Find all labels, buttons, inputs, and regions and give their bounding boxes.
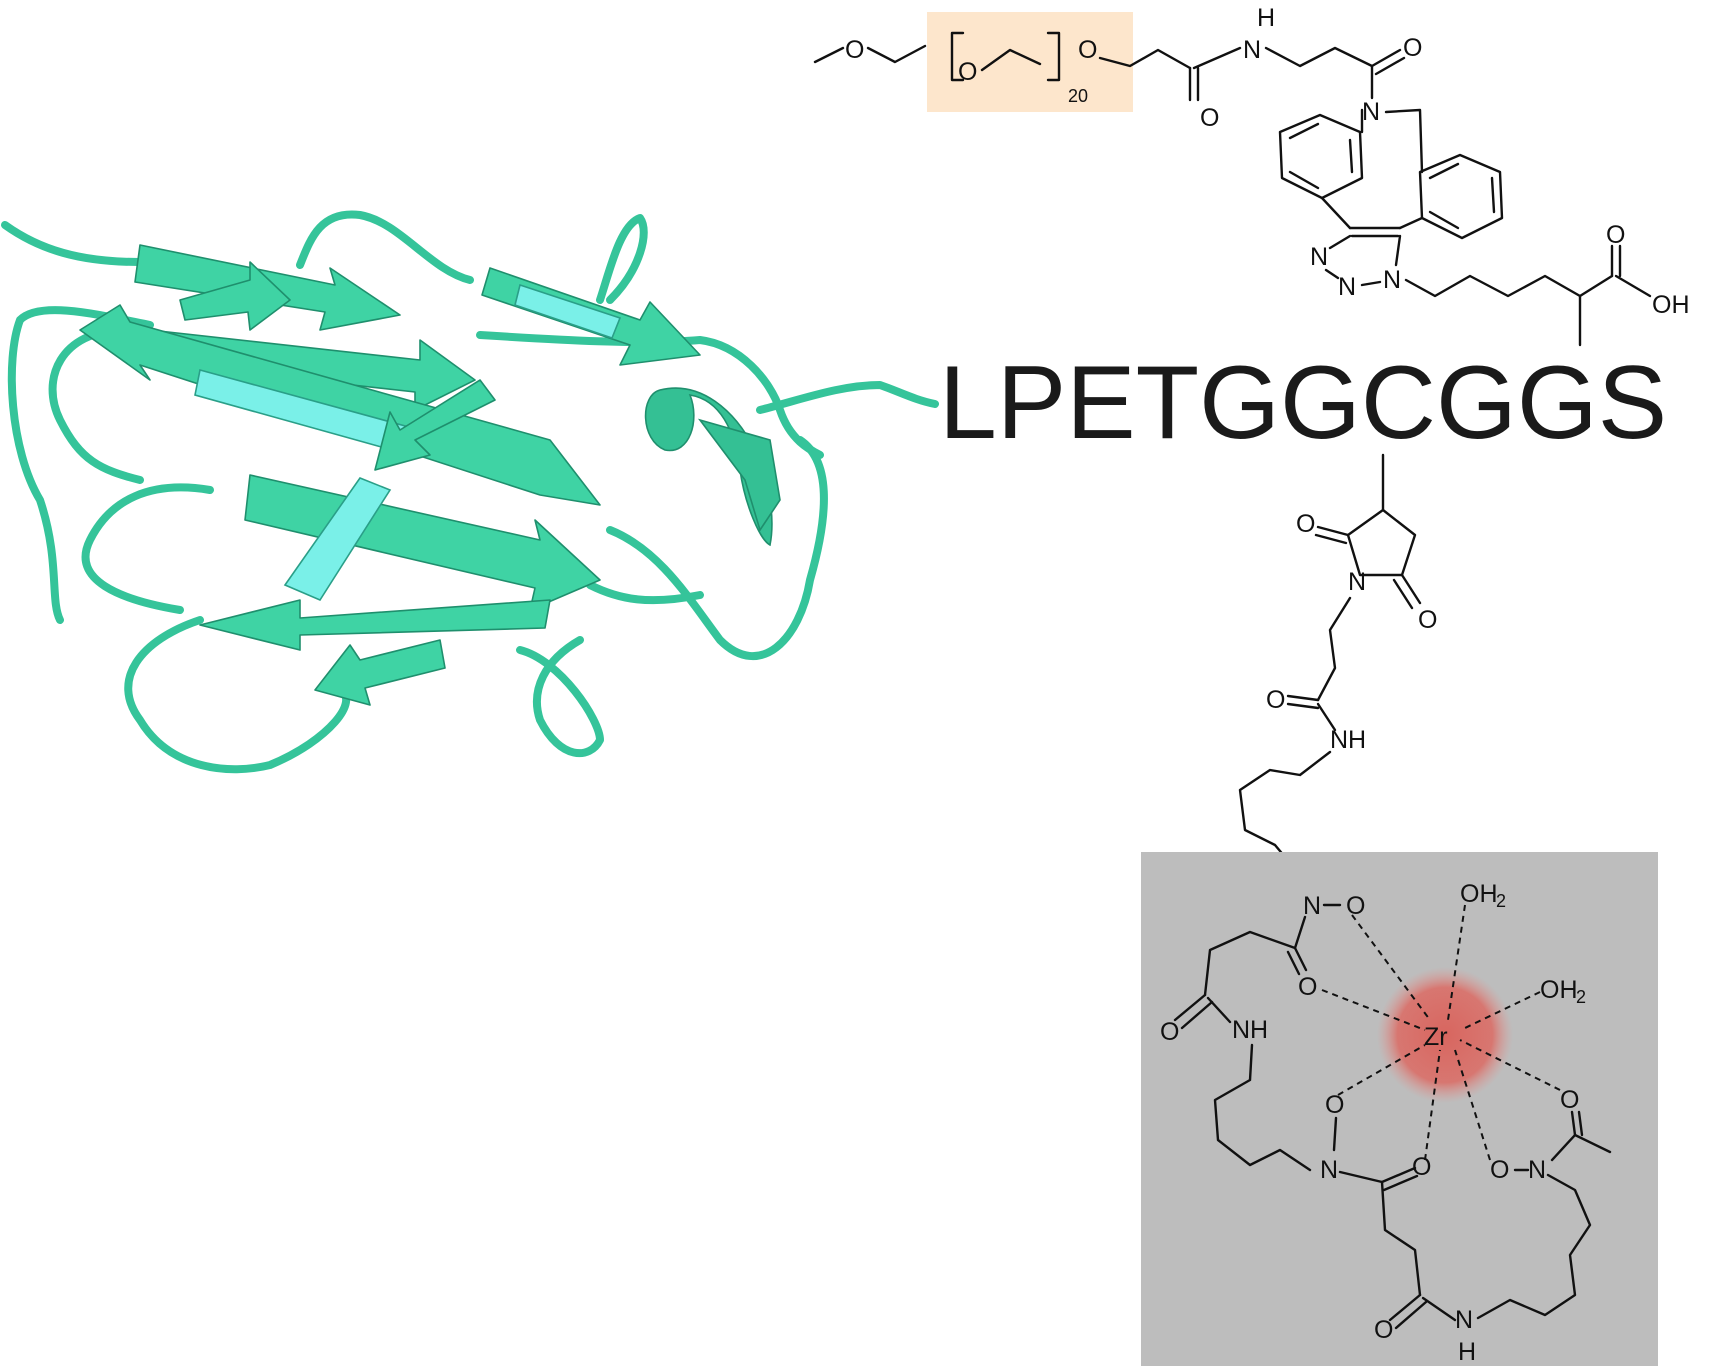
zr-glow: [1377, 967, 1513, 1103]
atom-h-dfo-2: H: [1458, 1338, 1476, 1366]
atom-o-maleimide-1: O: [1296, 510, 1315, 538]
atom-o-hydroxamate-3: O: [1490, 1156, 1509, 1184]
atom-o-linker-amide: O: [1266, 686, 1285, 714]
atom-n-dfo-2: N: [1455, 1306, 1473, 1334]
protein-lower-left-loop: [81, 483, 214, 614]
atom-n-triazole-1: N: [1310, 243, 1328, 271]
protein-c-terminus-coil: [756, 381, 939, 414]
atom-oh2-water-1: OH: [1460, 880, 1498, 908]
atom-o-methoxy: O: [845, 36, 864, 64]
atom-o-peg-repeat: O: [958, 58, 977, 86]
atom-n-dbco: N: [1362, 98, 1380, 126]
atom-o-dfo-amide-1: O: [1160, 1018, 1179, 1046]
peg-bracket-right: [1046, 31, 1061, 82]
atom-zr: Zr: [1424, 1023, 1448, 1051]
peg-repeat-count: 20: [1068, 86, 1088, 106]
beta-strand-8: [314, 639, 446, 706]
beta-strand-10: [179, 261, 291, 331]
protein-left-loop-outer: [7, 306, 154, 624]
dfo-zr-structure: Zr N O O O NH O N O O N H N O O: [1160, 880, 1612, 1366]
protein-left-loop-inner: [48, 326, 144, 484]
beta-strand-6: [199, 599, 551, 651]
atom-o-maleimide-2: O: [1418, 606, 1437, 634]
peg-highlight-box: [927, 12, 1133, 112]
protein-n-terminus-coil: [1, 221, 144, 266]
atom-oh2-water-2-sub: 2: [1576, 987, 1586, 1007]
atom-oh2-water-2: OH: [1540, 976, 1578, 1004]
atom-n-hydroxamate-3: N: [1528, 1156, 1546, 1184]
atom-o-carbonyl-1: O: [1298, 973, 1317, 1001]
peg-bracket-left: [950, 31, 965, 82]
maleimide-ring: [1346, 508, 1417, 577]
atom-n-maleimide: N: [1348, 568, 1366, 596]
maleimide-linker-structure: O O N O NH: [1238, 453, 1437, 877]
protein-upper-right-loop: [476, 331, 824, 459]
atom-oh2-water-1-sub: 2: [1496, 891, 1506, 911]
protein-cartoon: [1, 210, 939, 774]
protein-mid-loop: [586, 581, 704, 605]
atom-n-amide-1: N: [1243, 36, 1261, 64]
atom-o-carboxyl: O: [1606, 221, 1625, 249]
dbco-ring-left: [1278, 113, 1364, 200]
chelator-box: [1141, 852, 1658, 1366]
dbco-ring-right: [1418, 153, 1504, 240]
protein-bottom-loop: [124, 616, 350, 774]
atom-n-hydroxamate-1: N: [1303, 892, 1321, 920]
atom-o-dfo-amide-2: O: [1374, 1316, 1393, 1344]
beta-strand-4: [79, 304, 601, 506]
atom-o-amide-2: O: [1403, 34, 1422, 62]
atom-nh-dfo-1: NH: [1232, 1016, 1268, 1044]
protein-bottom-right-loop: [516, 636, 604, 758]
beta-strand-5: [244, 474, 601, 611]
beta-strand-7-highlight: [283, 477, 392, 602]
atom-oh-carboxyl: OH: [1652, 291, 1690, 319]
protein-top-loop: [296, 210, 474, 284]
peptide-sequence: LPETGGCGGS: [939, 345, 1667, 461]
protein-top-right-loop: [596, 214, 648, 304]
atom-o-carbonyl-2: O: [1412, 1153, 1431, 1181]
atom-o-acetyl: O: [1560, 1086, 1579, 1114]
beta-strand-9: [374, 379, 496, 471]
peg-linker-structure: O O 20 O O N H O N N N N O: [813, 4, 1690, 347]
protein-helix-ribbon: [697, 418, 781, 532]
atom-n-triazole-2: N: [1338, 273, 1356, 301]
atom-o-hydroxamate-1: O: [1346, 892, 1365, 920]
atom-n-triazole-3: N: [1383, 266, 1401, 294]
atom-o-amide-1: O: [1200, 104, 1219, 132]
beta-strand-2-highlight: [514, 283, 622, 340]
atom-h-amide-1: H: [1257, 4, 1275, 32]
atom-nh-linker: NH: [1330, 726, 1366, 754]
atom-o-peg-end: O: [1078, 36, 1097, 64]
atom-o-hydroxamate-2: O: [1325, 1091, 1344, 1119]
protein-right-loop: [606, 436, 828, 661]
atom-n-hydroxamate-2: N: [1320, 1156, 1338, 1184]
